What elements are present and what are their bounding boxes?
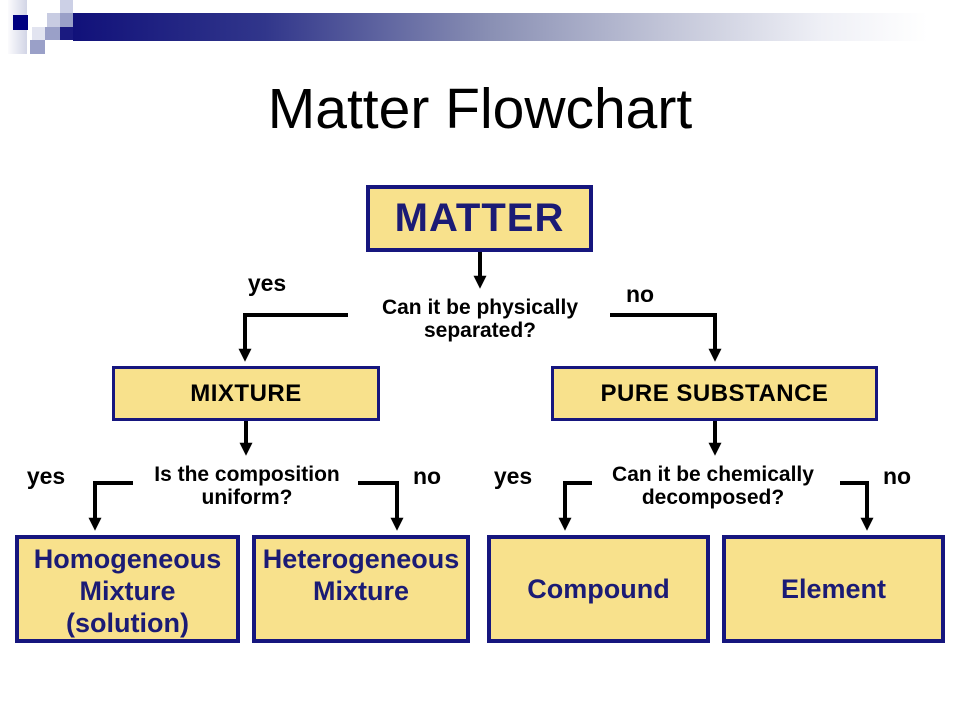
node-heterogeneous-line: Mixture: [312, 576, 410, 606]
node-heterogeneous-line: Heterogeneous: [262, 544, 460, 574]
decor-square: [60, 27, 73, 40]
node-pure-substance: PURE SUBSTANCE: [551, 366, 878, 421]
decor-gradient-bar: [73, 13, 945, 41]
decor-square: [45, 27, 60, 40]
question-line: separated?: [423, 319, 537, 342]
node-matter: MATTER: [366, 185, 593, 252]
branch-label-q1-no: no: [625, 281, 655, 307]
node-homogeneous-line: Homogeneous: [33, 544, 222, 574]
node-compound-label: Compound: [527, 574, 670, 604]
question-chemically-decomposed: Can it be chemically decomposed?: [593, 463, 833, 509]
question-composition-uniform: Is the composition uniform?: [137, 463, 357, 509]
connector-q2-yes-to-homogeneous: [88, 481, 133, 531]
node-heterogeneous-mixture: Heterogeneous Mixture: [252, 535, 470, 643]
branch-label-q1-yes: yes: [247, 270, 287, 296]
decor-square: [30, 40, 45, 54]
node-compound: Compound: [487, 535, 710, 643]
decor-square-navy: [13, 15, 28, 30]
question-line: decomposed?: [641, 486, 785, 509]
node-homogeneous-mixture: Homogeneous Mixture (solution): [15, 535, 240, 643]
slide-title: Matter Flowchart: [267, 77, 693, 141]
node-element: Element: [722, 535, 945, 643]
connector-q1-no-to-pure-substance: [610, 313, 722, 362]
decor-square: [32, 27, 45, 40]
question-physically-separated: Can it be physically separated?: [360, 296, 600, 342]
connector-q1-yes-to-mixture: [238, 313, 348, 362]
question-line: Can it be physically: [381, 296, 579, 319]
node-mixture-label: MIXTURE: [190, 379, 302, 407]
branch-label-q3-yes: yes: [493, 463, 533, 489]
decor-square: [60, 13, 73, 27]
connector-q2-no-to-heterogeneous: [358, 481, 404, 531]
decor-square: [60, 0, 73, 13]
branch-label-q2-no: no: [412, 463, 442, 489]
connector-q3-yes-to-compound: [558, 481, 592, 531]
branch-label-q2-yes: yes: [26, 463, 66, 489]
node-matter-label: MATTER: [394, 196, 565, 240]
decor-square: [47, 13, 60, 27]
question-line: uniform?: [201, 486, 293, 509]
connector-q3-no-to-element: [840, 481, 874, 531]
branch-label-q3-no: no: [882, 463, 912, 489]
node-element-label: Element: [780, 574, 887, 604]
node-pure-substance-label: PURE SUBSTANCE: [600, 379, 829, 407]
node-mixture: MIXTURE: [112, 366, 380, 421]
question-line: Is the composition: [154, 463, 340, 486]
node-homogeneous-line: Mixture: [79, 576, 176, 606]
question-line: Can it be chemically: [612, 463, 814, 486]
node-homogeneous-line: (solution): [66, 608, 189, 638]
